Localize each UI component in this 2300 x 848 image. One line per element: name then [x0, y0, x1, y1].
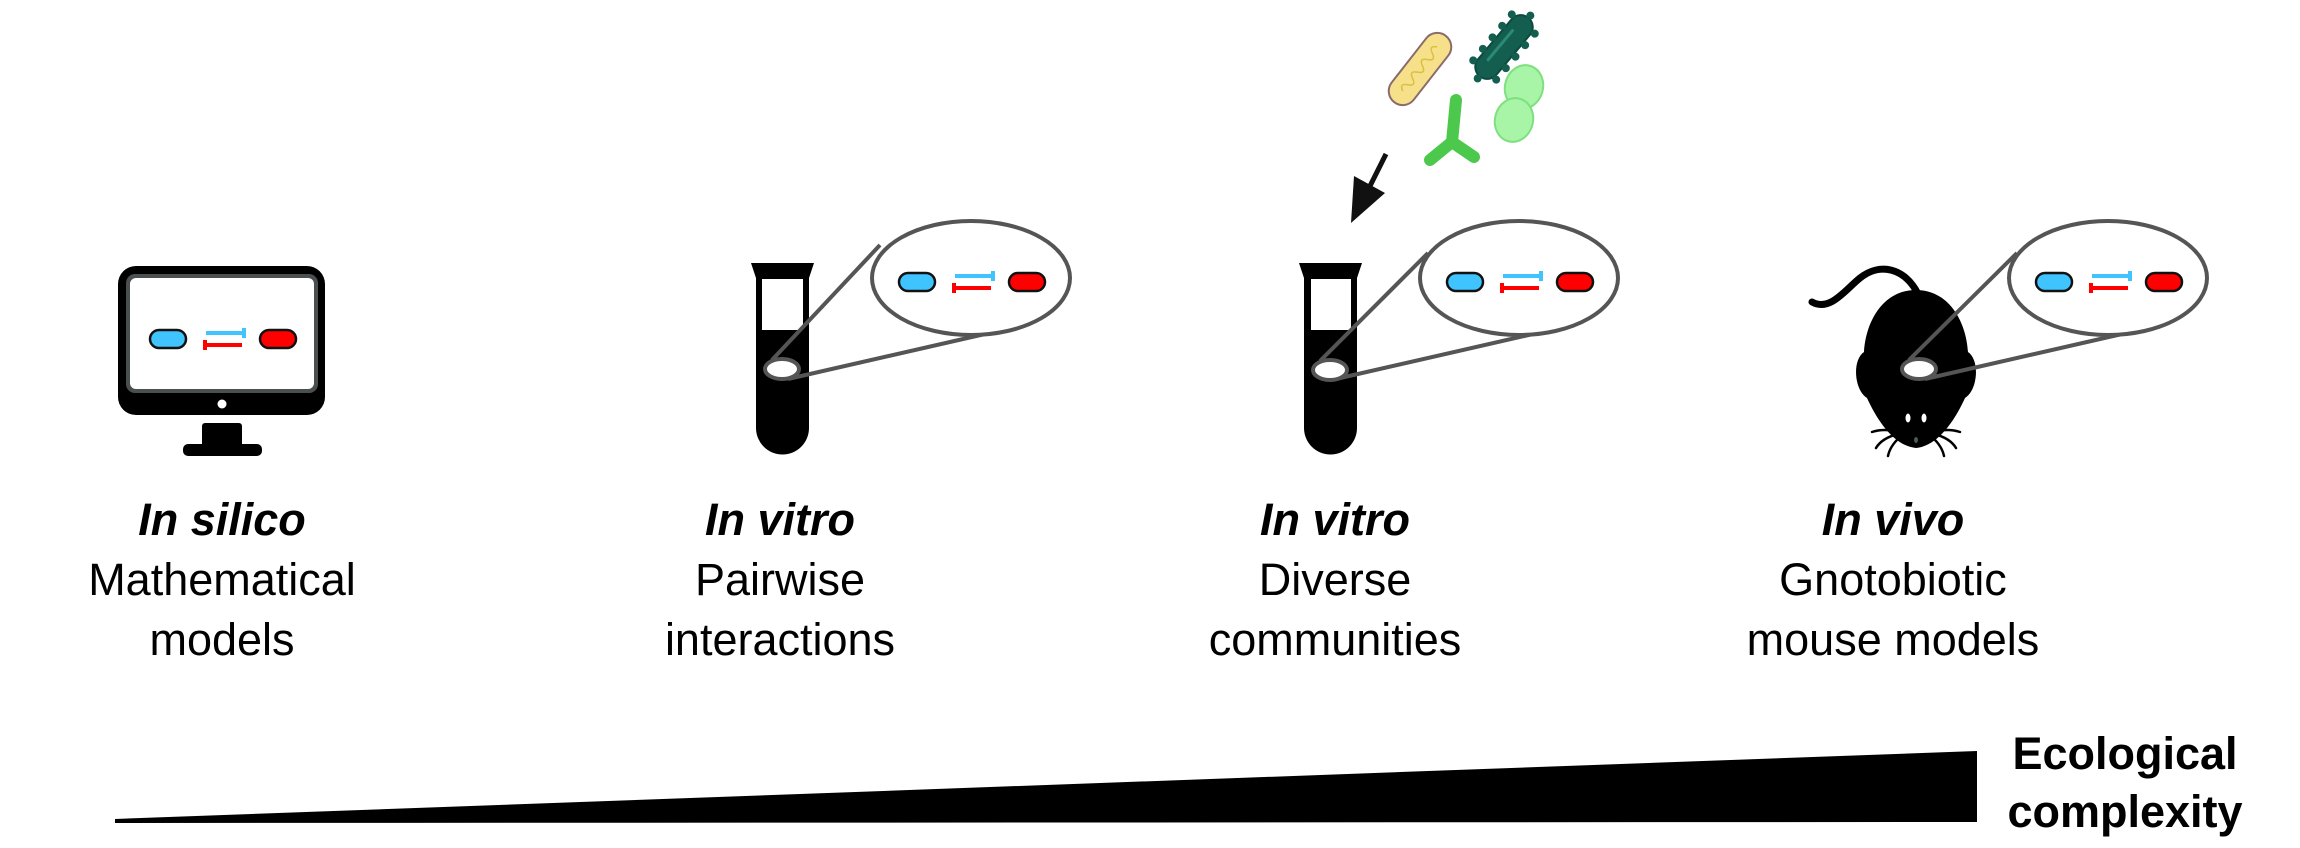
- interaction-motif: [897, 271, 1047, 293]
- panel-title: In silico: [138, 494, 306, 545]
- computer-monitor-icon: [118, 266, 325, 456]
- magnifier-callout: [763, 219, 1072, 381]
- power-button-dot: [217, 399, 227, 409]
- sample-spot: [1311, 358, 1349, 382]
- panel-subtitle-line1: Gnotobiotic: [1779, 554, 2007, 605]
- red-bacterium: [2144, 271, 2184, 293]
- magnifier-callout: [1900, 219, 2209, 381]
- light-green-diplococcus-icon: [1493, 64, 1545, 143]
- red-bacterium: [1555, 271, 1595, 293]
- mouse-nose: [1914, 437, 1918, 443]
- blue-bacterium: [2034, 271, 2074, 293]
- panel-subtitle-line2: models: [149, 614, 295, 665]
- panel-label-in-silico: In silico Mathematical models: [12, 490, 432, 670]
- panel-title: In vitro: [1259, 494, 1410, 545]
- panel-title: In vivo: [1821, 494, 1965, 545]
- mouse-eye: [1905, 413, 1911, 423]
- panel-subtitle-line2: interactions: [664, 614, 896, 665]
- inhibition-arrow-blue: [955, 271, 995, 281]
- interaction-motif: [148, 328, 298, 350]
- yellow-rod-bacterium-icon: [1387, 31, 1453, 107]
- inhibition-arrow-blue: [2092, 271, 2132, 281]
- inhibition-arrow-red: [952, 283, 991, 293]
- panel-subtitle-line2: mouse models: [1746, 614, 2040, 665]
- panel-label-in-vitro-pairwise: In vitro Pairwise interactions: [570, 490, 990, 670]
- red-bacterium: [258, 328, 298, 350]
- tube-empty-region: [762, 279, 803, 330]
- mouse-whiskers: [1870, 428, 1962, 458]
- panel-title: In vitro: [704, 494, 855, 545]
- dark-green-spiky-bacterium-icon: [1469, 10, 1539, 84]
- panel-subtitle-line1: Mathematical: [88, 554, 356, 605]
- panel-subtitle-line1: Diverse: [1258, 554, 1412, 605]
- panel-subtitle-line2: communities: [1208, 614, 1462, 665]
- monitor-neck: [202, 423, 242, 447]
- mouse-icon: [1808, 265, 1976, 458]
- inhibition-arrow-red: [1500, 283, 1539, 293]
- interaction-motif: [1445, 271, 1595, 293]
- inhibition-arrow-blue: [206, 328, 246, 338]
- added-microbes: [1387, 10, 1545, 166]
- mouse-eye: [1921, 413, 1927, 423]
- mouse-tail: [1808, 265, 1922, 308]
- complexity-gradient-wedge: [115, 751, 1977, 823]
- panel-label-in-vitro-diverse: In vitro Diverse communities: [1125, 490, 1545, 670]
- tube-empty-region: [1311, 279, 1351, 330]
- axis-label-line2: complexity: [2007, 786, 2243, 837]
- sample-spot: [1900, 357, 1938, 381]
- interaction-motif: [2034, 271, 2184, 293]
- ecological-complexity-label: Ecological complexity: [1990, 725, 2260, 841]
- blue-bacterium: [148, 328, 188, 350]
- red-bacterium: [1007, 271, 1047, 293]
- sample-spot: [763, 357, 801, 381]
- panel-subtitle-line1: Pairwise: [694, 554, 866, 605]
- inhibition-arrow-red: [203, 340, 242, 350]
- green-branched-bacterium-icon: [1424, 94, 1480, 166]
- inhibition-arrow-red: [2089, 283, 2128, 293]
- monitor-base: [183, 444, 262, 456]
- axis-label-line1: Ecological: [2012, 728, 2238, 779]
- inhibition-arrow-blue: [1503, 271, 1543, 281]
- blue-bacterium: [1445, 271, 1485, 293]
- magnifier-callout: [1311, 219, 1620, 382]
- add-microbes-arrow-icon: [1351, 152, 1389, 223]
- blue-bacterium: [897, 271, 937, 293]
- panel-label-in-vivo: In vivo Gnotobiotic mouse models: [1683, 490, 2103, 670]
